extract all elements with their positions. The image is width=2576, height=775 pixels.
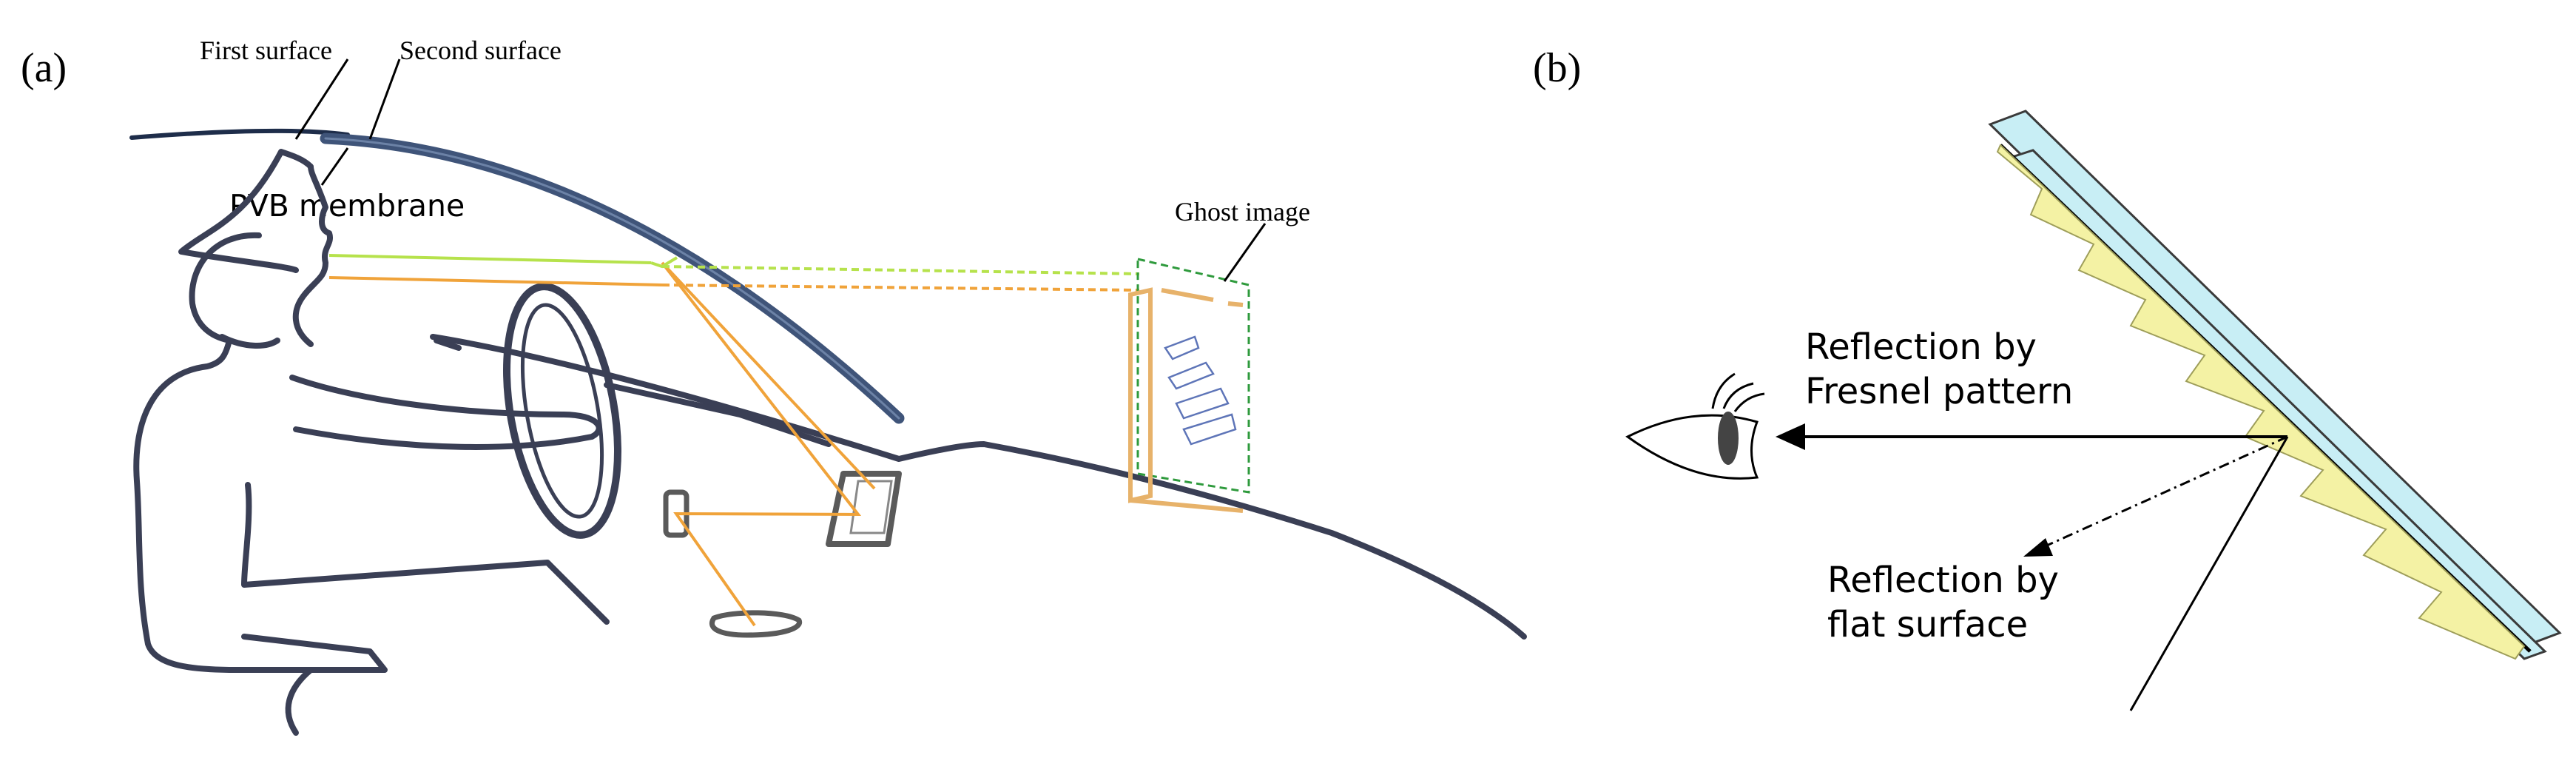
- orange-ray-to-eye: [328, 276, 663, 286]
- second-surface-leader: [368, 58, 401, 140]
- incident-ray: [2129, 436, 2289, 711]
- steering-wheel-inner-rim: [520, 303, 604, 519]
- first-surface-label: First surface: [200, 36, 332, 65]
- hud-display-source: [709, 610, 803, 638]
- panel-a-label: (a): [21, 45, 67, 91]
- orange-ray-mirror-to-windshield: [661, 261, 876, 490]
- virtual-image-frame-top-right: [1227, 301, 1244, 307]
- panel-a: (a) First surface Second surface PVB mem…: [21, 36, 1527, 736]
- flat-reflection-arrowhead: [2023, 538, 2053, 557]
- eye-lashes: [1711, 372, 1765, 412]
- virtual-image-frame-left: [1128, 287, 1153, 503]
- virtual-image-chevrons: [1164, 335, 1237, 446]
- ghost-image-label: Ghost image: [1175, 197, 1310, 227]
- windshield-inner-line: [324, 137, 900, 420]
- dashboard-hood-line: [430, 334, 1527, 640]
- steering-wheel: [434, 283, 832, 539]
- orange-rays: [328, 261, 1140, 627]
- fresnel-reflection-label-line2: Fresnel pattern: [1805, 371, 2073, 412]
- driver-head-outline: [178, 149, 334, 347]
- green-ray-to-eye: [328, 254, 652, 264]
- flat-reflection-line: [2041, 435, 2288, 549]
- ghost-image-frame: [1136, 258, 1250, 494]
- driver-silhouette: [133, 149, 610, 736]
- flat-reflection-arrow: [2023, 435, 2288, 557]
- second-surface-label: Second surface: [399, 36, 562, 65]
- windshield: [129, 128, 905, 424]
- flat-reflection-label-line1: Reflection by: [1827, 560, 2059, 601]
- eye-icon: [1625, 372, 1765, 480]
- virtual-image-area: [1128, 258, 1250, 513]
- driver-foot: [285, 667, 314, 736]
- glass-inner-layer: [2010, 149, 2547, 660]
- fresnel-reflection-arrowhead: [1776, 423, 1805, 450]
- green-rays: [328, 254, 1140, 275]
- panel-b-label: (b): [1533, 45, 1581, 91]
- hud-mirror-large: [826, 471, 902, 547]
- pvb-membrane-label: PVB membrane: [229, 188, 465, 224]
- fresnel-windshield: [1988, 110, 2562, 660]
- steering-wheel-rim: [503, 283, 621, 539]
- pvb-membrane-leader: [320, 147, 349, 186]
- driver-leg-outline: [241, 482, 610, 625]
- first-surface-leader: [294, 58, 349, 140]
- panel-b: (b) Reflection by Fresnel pattern: [1533, 45, 2562, 711]
- virtual-image-frame-bottom: [1130, 498, 1244, 513]
- windshield-outer-edge: [129, 128, 350, 140]
- green-ray-virtual-extension: [661, 265, 1140, 275]
- eye-pupil: [1718, 412, 1739, 465]
- steering-column: [604, 382, 832, 447]
- fresnel-reflection-label-line1: Reflection by: [1805, 326, 2037, 368]
- fresnel-reflection-arrow: [1776, 423, 2287, 450]
- fresnel-pattern-sawtooth: [1996, 144, 2526, 660]
- driver-arm-outline: [289, 375, 602, 450]
- orange-ray-virtual-extension: [661, 284, 1140, 292]
- wiper-tip: [434, 338, 462, 351]
- orange-ray-projector-path: [661, 261, 862, 627]
- flat-reflection-label-line2: flat surface: [1827, 604, 2028, 645]
- ghost-image-leader: [1223, 223, 1267, 282]
- hud-optics: [663, 471, 902, 638]
- driver-torso-outline: [133, 232, 388, 673]
- virtual-image-frame-top: [1161, 288, 1214, 302]
- driver-shoulder: [219, 334, 280, 349]
